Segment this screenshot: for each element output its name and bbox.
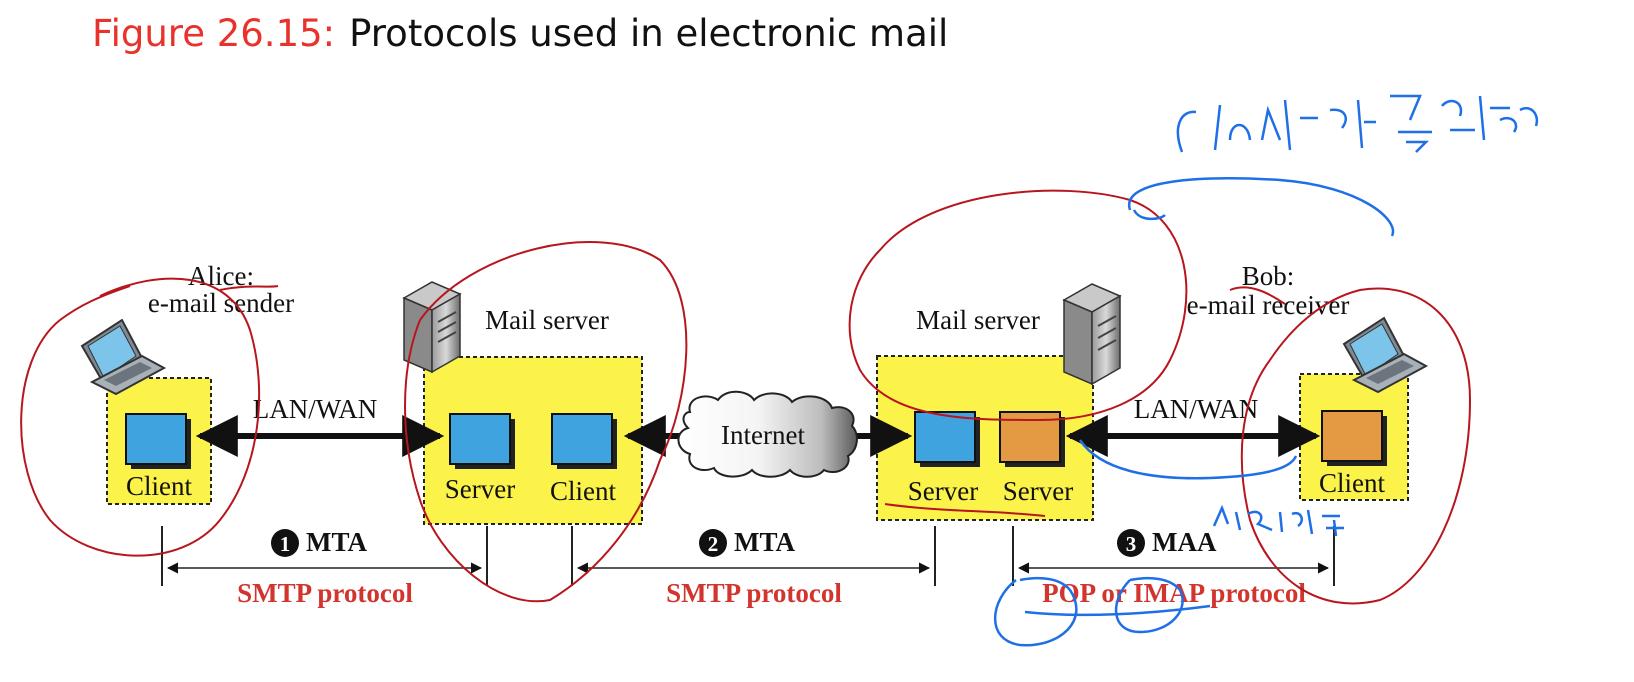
- stage-3-agent: MAA: [1152, 527, 1217, 557]
- stage-1-span: [161, 526, 488, 586]
- internet-cloud: [677, 390, 858, 478]
- figure-caption: Protocols used in electronic mail: [349, 12, 949, 55]
- figure-number: Figure 26.15:: [92, 12, 336, 55]
- left-server-label: Server: [445, 474, 515, 504]
- lan-wan-right-label: LAN/WAN: [1134, 394, 1258, 424]
- red-annotation-circles: [20, 189, 1472, 605]
- bob-client-box: [1321, 410, 1387, 466]
- stage-1-agent: MTA: [306, 527, 367, 557]
- left-server-tower-icon: [402, 281, 462, 374]
- stage-1-number: 1: [280, 532, 291, 556]
- mail-server-left-label: Mail server: [485, 305, 609, 335]
- bob-client-label: Client: [1319, 468, 1385, 498]
- internet-label: Internet: [721, 420, 805, 450]
- stage-3-span: [1012, 526, 1335, 586]
- lan-wan-left-label: LAN/WAN: [253, 394, 377, 424]
- alice-label-line1: Alice:: [188, 261, 254, 291]
- stage-3-protocol: POP or IMAP protocol: [1042, 578, 1306, 608]
- mail-server-right-label: Mail server: [916, 305, 1040, 335]
- bob-label-line1: Bob:: [1242, 261, 1295, 291]
- right-server-a-label: Server: [908, 476, 978, 506]
- stage-1-protocol: SMTP protocol: [237, 578, 413, 608]
- right-server-tower-icon: [1062, 283, 1122, 386]
- right-server-b-box: [999, 411, 1065, 467]
- bob-laptop-icon: [1342, 316, 1429, 394]
- alice-laptop-icon: [80, 318, 167, 396]
- alice-client-box: [125, 413, 191, 469]
- right-server-b-label: Server: [1003, 476, 1073, 506]
- alice-label-line2: e-mail sender: [148, 288, 294, 318]
- left-client-box: [551, 413, 617, 469]
- figure-title: Figure 26.15: Protocols used in electroni…: [92, 12, 948, 55]
- left-client-label: Client: [550, 476, 616, 506]
- left-server-box: [449, 413, 515, 469]
- right-server-a-box: [914, 411, 980, 467]
- stage-3-number: 3: [1126, 532, 1137, 556]
- stage-2-span: [571, 526, 936, 586]
- stage-2-number: 2: [708, 532, 719, 556]
- blue-annotation-strokes: [994, 94, 1539, 647]
- stage-2-agent: MTA: [734, 527, 795, 557]
- stage-2-protocol: SMTP protocol: [666, 578, 842, 608]
- alice-client-label: Client: [126, 471, 192, 501]
